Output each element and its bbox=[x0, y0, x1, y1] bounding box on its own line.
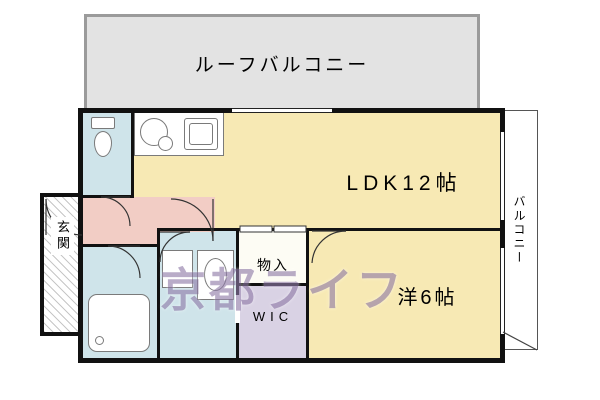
toilet-tank bbox=[91, 117, 115, 129]
roof-balcony-label: ルーフバルコニー bbox=[194, 54, 370, 76]
roof-balcony-area: ルーフバルコニー bbox=[84, 14, 480, 112]
window bbox=[500, 248, 505, 334]
room-wic bbox=[238, 285, 308, 360]
hallway bbox=[133, 197, 215, 232]
entrance-label: 玄関 bbox=[51, 217, 74, 255]
vanity-basin bbox=[204, 258, 227, 291]
kitchen-burner bbox=[158, 136, 173, 151]
balcony-area: バルコニー bbox=[501, 110, 538, 350]
balcony-label: バルコニー bbox=[512, 195, 526, 265]
wall-segment bbox=[40, 332, 82, 336]
toilet-bowl bbox=[94, 131, 112, 157]
window bbox=[232, 108, 332, 113]
wall-segment bbox=[40, 193, 44, 336]
wall-segment bbox=[157, 228, 160, 363]
wall-segment bbox=[236, 283, 309, 286]
storage-label: 物入 bbox=[257, 257, 289, 273]
room-storage bbox=[238, 230, 308, 285]
watermark: 京都ライフ bbox=[160, 264, 405, 316]
wall-segment bbox=[78, 195, 134, 198]
bathtub-drain bbox=[95, 336, 104, 345]
kitchen-sink-basin bbox=[189, 123, 213, 145]
wall-segment bbox=[78, 108, 83, 363]
western-room-label: 洋6帖 bbox=[397, 287, 458, 309]
wall-segment bbox=[306, 228, 309, 363]
wall-segment bbox=[78, 244, 160, 247]
wall-segment bbox=[157, 228, 505, 231]
wall-segment bbox=[40, 193, 82, 197]
wic-label: WIC bbox=[252, 309, 294, 324]
wall-segment bbox=[78, 358, 505, 363]
wall-segment bbox=[131, 110, 134, 198]
window bbox=[500, 132, 505, 220]
ldk-label: LDK12帖 bbox=[346, 172, 462, 195]
wall-segment bbox=[500, 108, 505, 363]
